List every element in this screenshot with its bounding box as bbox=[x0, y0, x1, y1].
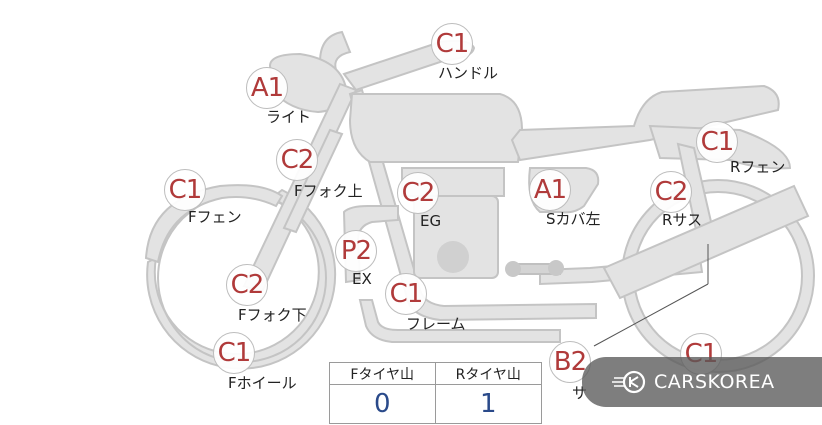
label-ex: EX bbox=[352, 270, 372, 288]
label-eg: EG bbox=[420, 212, 442, 230]
marker-ex: P2 bbox=[335, 230, 377, 272]
watermark-text: CARSKOREA bbox=[654, 371, 775, 393]
tire-tread-table: Fタイヤ山 Rタイヤ山 0 1 bbox=[329, 362, 542, 424]
marker-r-fender: C1 bbox=[696, 121, 738, 163]
marker-f-fork-upper: C2 bbox=[276, 139, 318, 181]
label-frame: フレーム bbox=[406, 315, 466, 333]
marker-f-fender: C1 bbox=[164, 169, 206, 211]
silencer-shape bbox=[602, 184, 810, 300]
seat-shape bbox=[510, 84, 780, 162]
marker-f-wheel: C1 bbox=[213, 332, 255, 374]
marker-r-suspension: C2 bbox=[650, 171, 692, 213]
label-light: ライト bbox=[266, 108, 312, 126]
marker-frame: C1 bbox=[385, 273, 427, 315]
marker-light: A1 bbox=[246, 67, 288, 109]
rear-tire-value: 1 bbox=[479, 389, 497, 419]
label-f-fender: Fフェン bbox=[188, 208, 242, 226]
carskorea-logo-icon bbox=[612, 370, 646, 394]
fuel-tank-shape bbox=[348, 93, 524, 163]
front-tire-value: 0 bbox=[330, 385, 436, 423]
label-f-fork-upper: Fフォク上 bbox=[294, 182, 363, 200]
handlebar-shape bbox=[318, 30, 352, 72]
marker-eg: C2 bbox=[397, 172, 439, 214]
label-f-fork-lower: Fフォク下 bbox=[238, 306, 307, 324]
marker-s-cover-left: A1 bbox=[529, 169, 571, 211]
front-tire-header: Fタイヤ山 bbox=[330, 363, 436, 385]
label-r-suspension: Rサス bbox=[662, 211, 703, 229]
label-r-fender: Rフェン bbox=[730, 158, 786, 176]
label-s-cover-left: Sカバ左 bbox=[546, 210, 601, 228]
rear-tire-header: Rタイヤ山 bbox=[435, 363, 541, 385]
label-handle: ハンドル bbox=[438, 64, 499, 82]
marker-handle: C1 bbox=[431, 23, 473, 65]
marker-f-fork-lower: C2 bbox=[226, 264, 268, 306]
carskorea-watermark: CARSKOREA bbox=[582, 357, 822, 407]
label-f-wheel: Fホイール bbox=[228, 374, 297, 392]
